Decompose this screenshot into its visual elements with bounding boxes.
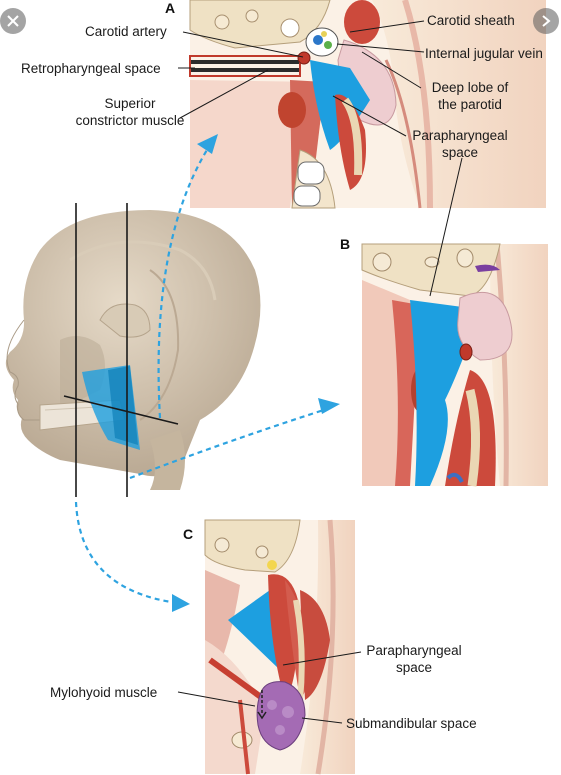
label-parapharyngeal-a-line2: space (441, 145, 479, 160)
label-mylohyoid-muscle: Mylohyoid muscle (50, 685, 158, 700)
label-carotid-sheath: Carotid sheath (427, 13, 515, 28)
panel-a-letter: A (165, 0, 176, 16)
label-submandibular-space: Submandibular space (346, 716, 477, 731)
label-retropharyngeal-space: Retropharyngeal space (21, 61, 161, 76)
close-icon[interactable] (0, 8, 26, 34)
head-illustration (5, 210, 261, 490)
label-carotid-artery: Carotid artery (85, 24, 167, 39)
view-arrowheads (172, 134, 340, 612)
section-lines (63, 203, 179, 497)
label-deep-lobe-line2: the parotid (438, 97, 502, 112)
label-parapharyngeal-a-line1: Parapharyngeal (412, 128, 508, 143)
label-parapharyngeal-c-line2: space (395, 660, 433, 675)
label-superior-constrictor-line1: Superior (104, 96, 156, 111)
chevron-right-icon[interactable] (533, 8, 559, 34)
leader-lines (177, 20, 463, 724)
label-superior-constrictor-line2: constrictor muscle (75, 113, 185, 128)
panel-c-letter: C (183, 526, 194, 542)
panel-a-illustration (189, 0, 546, 209)
label-parapharyngeal-c-line1: Parapharyngeal (366, 643, 462, 658)
label-internal-jugular-vein: Internal jugular vein (425, 46, 543, 61)
panel-b-illustration (361, 243, 548, 487)
close-icon-glyph (7, 15, 19, 27)
panel-b-letter: B (340, 236, 351, 252)
chevron-right-glyph (542, 15, 551, 27)
label-deep-lobe-line1: Deep lobe of (431, 80, 509, 95)
panel-c-illustration (204, 519, 355, 775)
view-arrows (74, 144, 331, 605)
